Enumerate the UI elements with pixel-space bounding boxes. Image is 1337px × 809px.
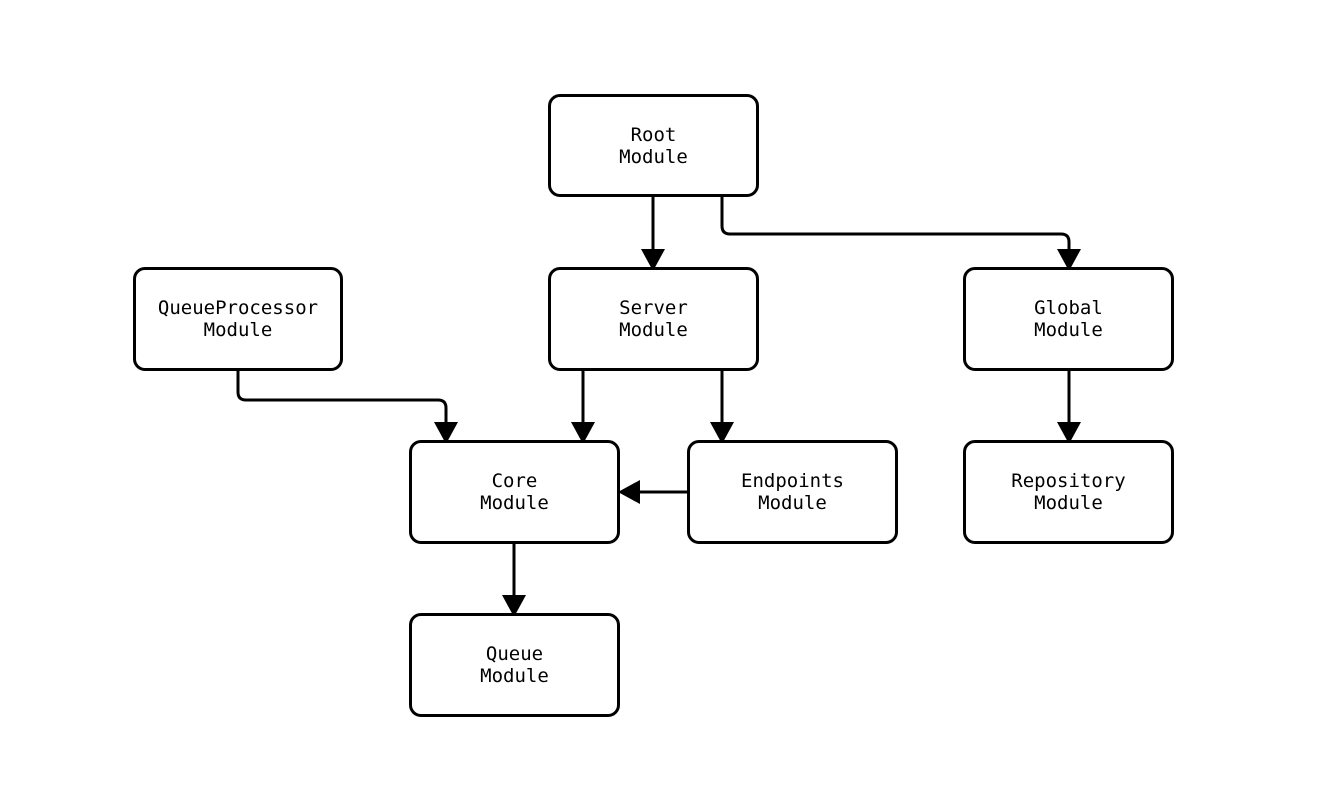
node-core-label: Core Module (480, 470, 549, 514)
edge-server-to-core (571, 371, 595, 444)
edge-server-to-endpoints (710, 371, 734, 444)
node-root-label: Root Module (619, 123, 688, 168)
node-core[interactable]: Core Module (409, 440, 620, 544)
edge-global-to-repository (1057, 371, 1081, 444)
node-endpoints[interactable]: Endpoints Module (687, 440, 898, 544)
node-queue-label: Queue Module (480, 643, 549, 687)
edge-queueprocessor-to-core (236, 371, 458, 444)
node-server[interactable]: Server Module (548, 267, 759, 371)
node-repository[interactable]: Repository Module (963, 440, 1174, 544)
edge-core-to-queue (502, 544, 526, 617)
node-queueprocessor-label: QueueProcessor Module (157, 297, 319, 341)
node-global-label: Global Module (1034, 297, 1103, 341)
node-queue[interactable]: Queue Module (409, 613, 620, 717)
edge-root-to-server (641, 197, 665, 271)
node-server-label: Server Module (619, 297, 688, 341)
edge-endpoints-to-core (618, 480, 687, 504)
edge-root-to-global (720, 197, 1081, 271)
node-endpoints-label: Endpoints Module (741, 470, 844, 514)
node-repository-label: Repository Module (1011, 470, 1126, 514)
node-root[interactable]: Root Module (548, 94, 759, 197)
node-queueprocessor[interactable]: QueueProcessor Module (133, 267, 343, 371)
node-global[interactable]: Global Module (963, 267, 1174, 371)
